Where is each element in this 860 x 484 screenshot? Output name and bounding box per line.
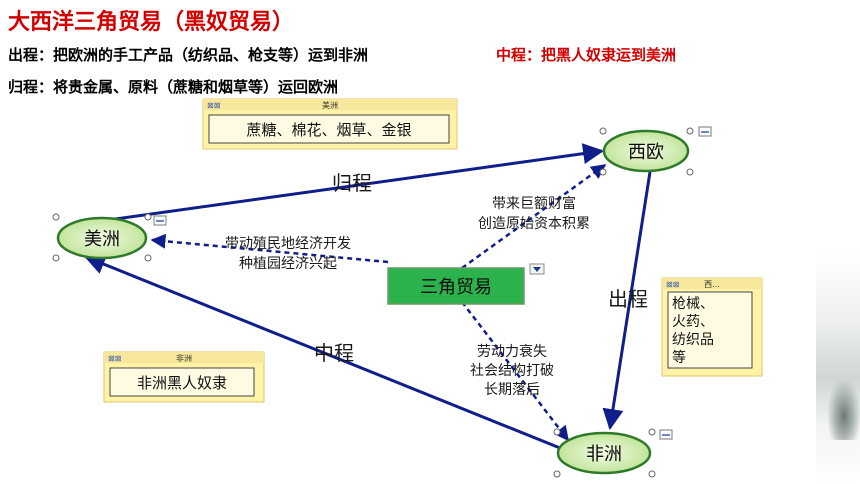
note-controls-icon: ⊠⊠ (108, 354, 121, 363)
middle-route-label: 中程 (314, 341, 354, 365)
note-africa-goods[interactable]: ⊠⊠ 非洲 非洲黑人奴隶 (103, 351, 265, 403)
selection-handle (52, 213, 60, 221)
selection-handle (553, 428, 561, 436)
africa-effect-line-1: 劳动力衰失 (477, 343, 547, 360)
node-europe-label: 西欧 (628, 142, 664, 163)
effect-arrow-europe (461, 163, 607, 270)
ink-landscape-decoration (815, 250, 860, 484)
note-controls-icon: ⊠⊠ (666, 280, 679, 289)
outbound-description: 出程：把欧洲的手工产品（纺织品、枪支等）运到非洲 (8, 46, 369, 64)
africa-effect-line-3: 长期落后 (484, 382, 540, 398)
selection-handle (648, 470, 656, 478)
note-africa-tab: 非洲 (176, 353, 192, 363)
note-america-goods[interactable]: 美洲 ⊠⊠ 蔗糖、棉花、烟草、金银 (202, 98, 458, 150)
node-africa-label: 非洲 (586, 444, 622, 465)
note-europe-goods[interactable]: ⊠⊠ 西... 枪械、 火药、 纺织品 等 (661, 277, 763, 377)
node-europe[interactable]: 西欧 (602, 129, 690, 173)
note-europe-line-2: 火药、 (672, 314, 714, 330)
outbound-route-arrow (602, 171, 652, 431)
europe-effect-line-2: 创造原始资本积累 (478, 216, 590, 232)
note-america-tab: 美洲 (322, 100, 338, 110)
center-node-label: 三角贸易 (420, 277, 492, 298)
effect-arrow-africa (461, 301, 569, 442)
america-effect-line-2: 种植园经济兴起 (239, 256, 337, 272)
selection-handle (52, 254, 60, 262)
note-africa-text: 非洲黑人奴隶 (137, 374, 227, 392)
selection-handle (648, 428, 656, 436)
note-europe-tab: 西... (704, 280, 720, 289)
note-america-text: 蔗糖、棉花、烟草、金银 (246, 121, 411, 139)
selection-handle (599, 168, 607, 176)
node-america[interactable]: 美洲 (56, 216, 148, 260)
note-link-icon[interactable] (153, 215, 167, 226)
note-link-icon[interactable] (698, 126, 712, 137)
selection-handle (144, 254, 152, 262)
note-controls-icon: ⊠⊠ (207, 101, 220, 110)
selection-handle (599, 127, 607, 135)
note-europe-line-1: 枪械、 (672, 295, 714, 312)
return-route-label: 归程 (332, 171, 372, 195)
selection-handle (686, 168, 694, 176)
return-route-arrow (107, 143, 605, 222)
node-africa[interactable]: 非洲 (556, 431, 652, 475)
note-europe-line-3: 纺织品 (672, 332, 714, 348)
middle-passage-description: 中程：把黑人奴隶运到美洲 (496, 46, 677, 64)
africa-effect-line-2: 社会结构打破 (470, 362, 554, 379)
return-description: 归程：将贵金属、原料（蔗糖和烟草等）运回欧洲 (8, 78, 339, 96)
note-link-icon[interactable] (659, 429, 673, 440)
page-title: 大西洋三角贸易（黑奴贸易） (8, 10, 295, 35)
selection-handle (553, 470, 561, 478)
note-europe-line-4: 等 (672, 349, 686, 366)
middle-route-arrow (84, 254, 561, 450)
outbound-route-label: 出程 (608, 287, 648, 311)
center-node-dropdown-icon[interactable] (529, 263, 545, 275)
ink-mountain-decoration (828, 380, 860, 440)
america-effect-line-1: 带动殖民地经济开发 (225, 235, 351, 252)
node-america-label: 美洲 (84, 229, 120, 250)
effect-arrow-america (150, 233, 389, 264)
selection-handle (144, 213, 152, 221)
center-node-triangle-trade[interactable]: 三角贸易 (387, 267, 525, 305)
triangle-trade-diagram: 归程 出程 中程 带来巨额财富 创造原始资本积累 带动殖民地经济开发 种植园经济… (36, 96, 816, 484)
selection-handle (686, 127, 694, 135)
europe-effect-line-1: 带来巨额财富 (492, 195, 576, 212)
